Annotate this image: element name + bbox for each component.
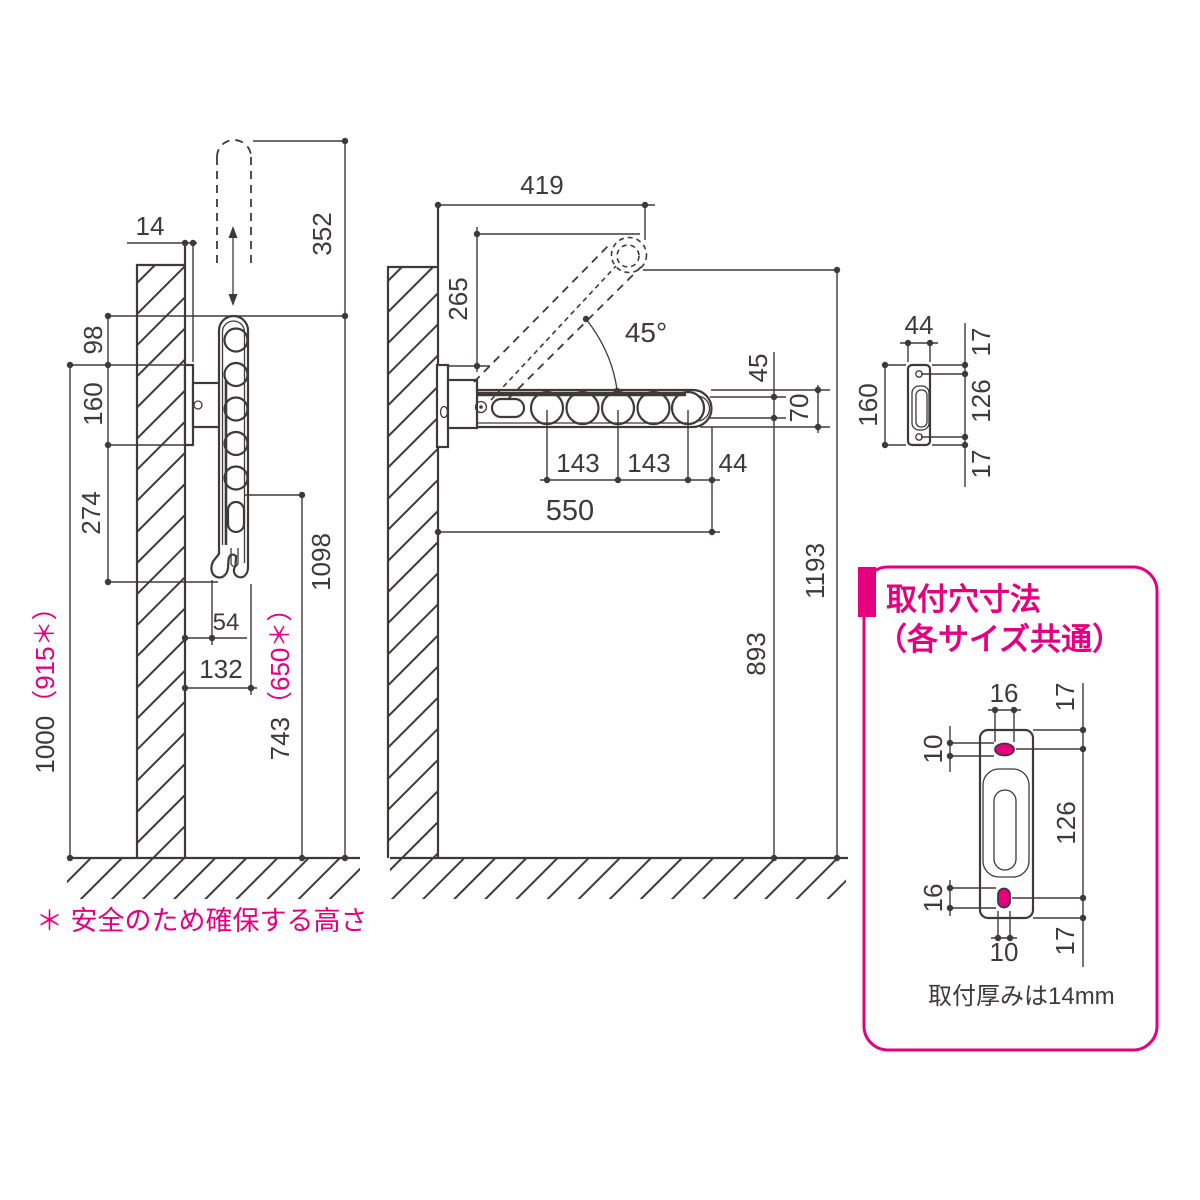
panel-title-line2: （各サイズ共通）	[876, 622, 1123, 657]
dim-hook-clearance: 54	[213, 609, 240, 636]
dim-bottom-hole-height: 16	[918, 884, 948, 913]
wall-outline	[135, 263, 185, 858]
dim-arm-height: 70	[784, 394, 814, 423]
dim-clearance-height: 893	[741, 632, 771, 675]
dim-rise: 265	[443, 277, 473, 320]
dimension-dots	[946, 706, 1087, 942]
bracket-front-view: 44 160 17 126 17	[853, 310, 996, 487]
top-mount-hole	[994, 742, 1015, 757]
dim-top-margin: 98	[78, 326, 108, 355]
dim-arm-length: 550	[546, 495, 594, 527]
up-down-arrow-icon	[228, 226, 238, 306]
dim-overall-height-alt: （915＊）	[30, 594, 60, 715]
plate-front-large	[978, 728, 1035, 920]
dim-hole-pitch-b: 143	[627, 448, 670, 478]
angle-arc	[585, 318, 618, 391]
pivot-screw-center	[479, 405, 483, 409]
center-slot-inner	[915, 389, 928, 428]
dim-width: 44	[905, 310, 934, 340]
dim-bottom-margin: 17	[966, 450, 996, 479]
dimension-dots	[66, 137, 349, 862]
dim-plate-height: 160	[78, 382, 108, 425]
dimension-lines	[949, 683, 1084, 967]
dim-hook-height-main: 743	[265, 717, 295, 760]
ground-hatching	[67, 859, 360, 899]
dim-arm-top-height: 1098	[306, 533, 336, 591]
mount-plate-side	[435, 363, 450, 449]
center-slot-outer	[982, 768, 1030, 878]
dim-lower-span: 274	[76, 491, 106, 534]
dim-hook-height: 743（650＊）	[265, 596, 295, 761]
dim-web-height: 45	[743, 354, 773, 383]
mounting-hole-panel: 取付穴寸法 （各サイズ共通）	[858, 565, 1159, 1052]
dim-height: 160	[853, 383, 883, 426]
dim-top-hole-width: 16	[990, 678, 1019, 708]
dim-pole-stroke: 352	[307, 212, 337, 255]
arm-raised-dashed	[473, 236, 648, 401]
mount-plate-side	[183, 363, 195, 447]
plate-front	[906, 363, 932, 447]
center-slot-outer	[911, 385, 930, 431]
dim-bottom-hole-width: 10	[990, 937, 1019, 967]
bracket-screw	[193, 400, 203, 410]
side-view-folded: 14 352 98 160 274 1000（915＊） 743（650＊） 1…	[30, 137, 360, 899]
pivot-screw	[474, 400, 488, 414]
dim-hole-span: 126	[966, 379, 996, 422]
dim-angle: 45°	[625, 317, 667, 348]
dim-reach: 419	[520, 170, 563, 200]
center-slot-inner	[993, 789, 1017, 871]
wall-hatching	[388, 267, 438, 858]
dimension-dots	[434, 201, 841, 862]
extension-lines	[70, 315, 345, 583]
panel-note: 取付厚みは14mm	[928, 983, 1115, 1010]
dim-top-margin: 17	[966, 328, 996, 357]
arm-folded	[210, 314, 250, 579]
wall-hatching	[137, 265, 185, 858]
side-view-raised: 419 265 45° 45 70 143 143 44 550 893 119…	[386, 170, 848, 899]
pivot-bracket	[446, 378, 479, 430]
dim-overall-height-main: 1000	[30, 716, 60, 774]
pole-raised-dashed	[216, 139, 252, 267]
dim-hook-height-alt: （650＊）	[265, 596, 295, 717]
arm-end-inner	[696, 395, 711, 422]
dim-raised-height: 1193	[800, 543, 830, 599]
dim-hole-span: 126	[1051, 801, 1081, 844]
dim-top-margin: 17	[1050, 683, 1080, 712]
dimension-lines	[438, 204, 838, 858]
dim-overall-height: 1000（915＊）	[30, 594, 60, 773]
pivot-bracket	[191, 381, 222, 429]
safety-footnote: ＊ 安全のため確保する高さ	[36, 906, 368, 936]
dim-bottom-margin: 17	[1050, 927, 1080, 956]
arm-holes-side	[223, 327, 249, 568]
wall-outline	[386, 265, 438, 858]
bottom-mount-hole	[997, 887, 1011, 909]
panel-title-line1: 取付穴寸法	[886, 582, 1041, 617]
ground-hatching	[390, 859, 846, 899]
dim-wall-thickness: 14	[136, 211, 165, 241]
plate-screw	[439, 405, 449, 419]
dimension-lines	[69, 140, 346, 858]
panel-tab	[858, 567, 876, 617]
dim-arm-depth: 132	[199, 654, 242, 684]
dim-top-hole-height: 10	[918, 735, 948, 764]
dim-end-offset: 44	[719, 448, 748, 478]
dim-hole-pitch-a: 143	[556, 448, 599, 478]
dimension-dots	[881, 339, 969, 449]
